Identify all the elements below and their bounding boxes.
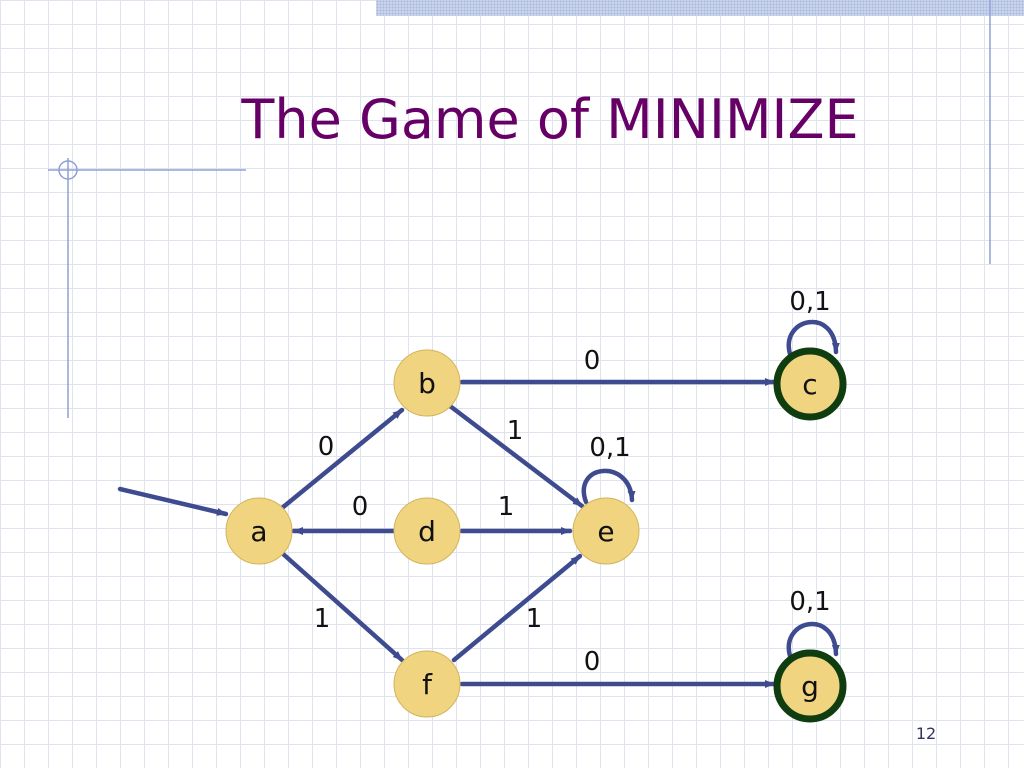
label-d-a: 0 xyxy=(352,492,369,522)
state-g-label: g xyxy=(801,670,819,703)
label-loop-e: 0,1 xyxy=(589,433,630,463)
state-g-circle xyxy=(773,649,847,723)
top-decor-band xyxy=(376,0,1024,16)
state-a-label: a xyxy=(250,515,267,548)
label-b-e: 1 xyxy=(507,416,524,446)
label-loop-g: 0,1 xyxy=(789,587,830,617)
slide-number: 12 xyxy=(915,724,937,743)
label-a-b: 0 xyxy=(318,432,335,462)
rule-ornament-circle xyxy=(58,160,78,180)
label-loop-c: 0,1 xyxy=(789,287,830,317)
state-a: a xyxy=(225,497,293,565)
label-d-e: 1 xyxy=(498,492,515,522)
label-f-e: 1 xyxy=(526,604,543,634)
start-arrow xyxy=(117,486,229,517)
state-a-circle xyxy=(225,497,293,565)
edge-a-f xyxy=(279,550,405,663)
state-c: c xyxy=(773,347,847,421)
state-b-label: b xyxy=(418,367,436,400)
state-e: e xyxy=(572,497,640,565)
decor-lines xyxy=(48,0,991,418)
self-loop-c xyxy=(786,319,840,357)
edge-f-e xyxy=(451,553,583,663)
state-b-circle xyxy=(393,349,461,417)
state-e-label: e xyxy=(597,515,614,548)
state-e-circle xyxy=(572,497,640,565)
state-f: f xyxy=(393,650,461,718)
state-c-label: c xyxy=(802,368,817,401)
state-b: b xyxy=(393,349,461,417)
state-d-label: d xyxy=(418,515,436,548)
state-f-label: f xyxy=(422,668,433,701)
label-b-c: 0 xyxy=(584,346,601,376)
state-d: d xyxy=(393,497,461,565)
edge-a-b xyxy=(279,407,405,511)
state-g: g xyxy=(773,649,847,723)
state-c-circle xyxy=(773,347,847,421)
label-f-g: 0 xyxy=(584,647,601,677)
state-f-circle xyxy=(393,650,461,718)
self-loop-e xyxy=(581,468,636,505)
label-a-f: 1 xyxy=(314,604,331,634)
self-loop-g xyxy=(786,621,840,659)
slide-title: The Game of MINIMIZE xyxy=(241,88,859,151)
edge-b-e xyxy=(447,403,585,509)
state-d-circle xyxy=(393,497,461,565)
